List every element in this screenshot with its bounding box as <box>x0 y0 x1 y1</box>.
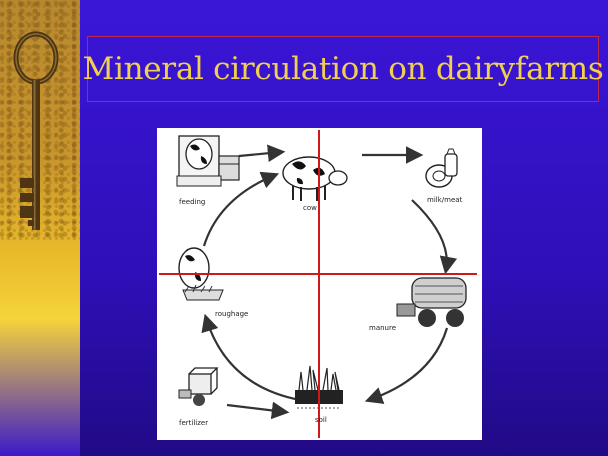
manure-picture <box>397 278 466 327</box>
label-cow: cow <box>303 204 317 212</box>
diagram-canvas <box>157 128 482 440</box>
label-milk-meat: milk/meat <box>427 196 462 204</box>
fertilizer-picture <box>179 368 217 406</box>
feeding-picture <box>177 136 239 186</box>
label-soil: soil <box>315 416 327 424</box>
label-roughage: roughage <box>215 310 248 318</box>
key-icon <box>6 30 66 240</box>
cycle-diagram: feeding cow milk/meat manure soil fertil… <box>157 128 482 440</box>
title-box: Mineral circulation on dairyfarms <box>87 36 599 102</box>
label-fertilizer: fertilizer <box>179 419 208 427</box>
slide-title: Mineral circulation on dairyfarms <box>83 51 604 87</box>
cow-picture <box>283 157 347 201</box>
arrow-manure-soil <box>369 328 447 400</box>
label-manure: manure <box>369 324 396 332</box>
arrow-feeding-cow <box>239 152 281 156</box>
milk-meat-picture <box>426 149 457 187</box>
label-feeding: feeding <box>179 198 205 206</box>
arrow-fertilizer-soil <box>227 405 285 412</box>
arrow-to-manure <box>412 200 447 270</box>
arrow-soil-roughage <box>206 318 300 400</box>
sidebar-decoration <box>0 0 80 456</box>
